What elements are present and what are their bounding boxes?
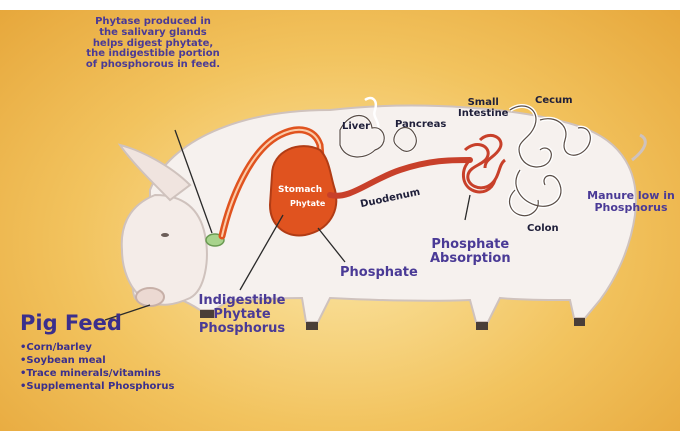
small-intestine-label-line: Intestine	[458, 109, 508, 120]
phosphate-absorption-line: Phosphate	[430, 238, 511, 252]
phosphate-absorption-label: Phosphate Absorption	[430, 238, 511, 266]
pig-head	[122, 195, 207, 305]
phytase-note-line: the salivary glands	[78, 28, 228, 39]
colon-label: Colon	[527, 224, 559, 235]
pig-tail	[632, 135, 645, 160]
pig-snout	[136, 288, 164, 306]
phytase-note: Phytase produced in the salivary glands …	[78, 17, 228, 71]
hoof	[476, 322, 488, 330]
indigestible-label-line: Phosphorus	[192, 322, 292, 336]
phosphate-absorption-line: Absorption	[430, 252, 511, 266]
cecum-label: Cecum	[535, 96, 573, 107]
small-intestine-label: Small Intestine	[458, 98, 508, 120]
pig-feed-item: Soybean meal	[20, 354, 174, 367]
indigestible-label-line: Indigestible	[192, 294, 292, 308]
indigestible-label-line: Phytate	[192, 308, 292, 322]
pancreas-label: Pancreas	[395, 120, 446, 131]
pig-feed-item: Corn/barley	[20, 341, 174, 354]
liver-label: Liver	[342, 122, 370, 133]
pig-feed-list: Corn/barley Soybean meal Trace minerals/…	[20, 341, 174, 393]
manure-label-line: Phosphorus	[585, 202, 677, 214]
phytase-note-line: of phosphorous in feed.	[78, 60, 228, 71]
pig-feed-item: Supplemental Phosphorus	[20, 380, 174, 393]
pig-eye	[161, 233, 169, 237]
hoof	[574, 318, 585, 326]
stomach-inner-label: Phytate	[290, 200, 325, 209]
pig-feed-item: Trace minerals/vitamins	[20, 367, 174, 380]
phosphate-label: Phosphate	[340, 266, 418, 280]
pig-feed-title: Pig Feed	[20, 312, 122, 335]
manure-label: Manure low in Phosphorus	[585, 190, 677, 214]
hoof	[306, 322, 318, 330]
indigestible-label: Indigestible Phytate Phosphorus	[192, 294, 292, 336]
stomach-label: Stomach	[278, 186, 322, 196]
